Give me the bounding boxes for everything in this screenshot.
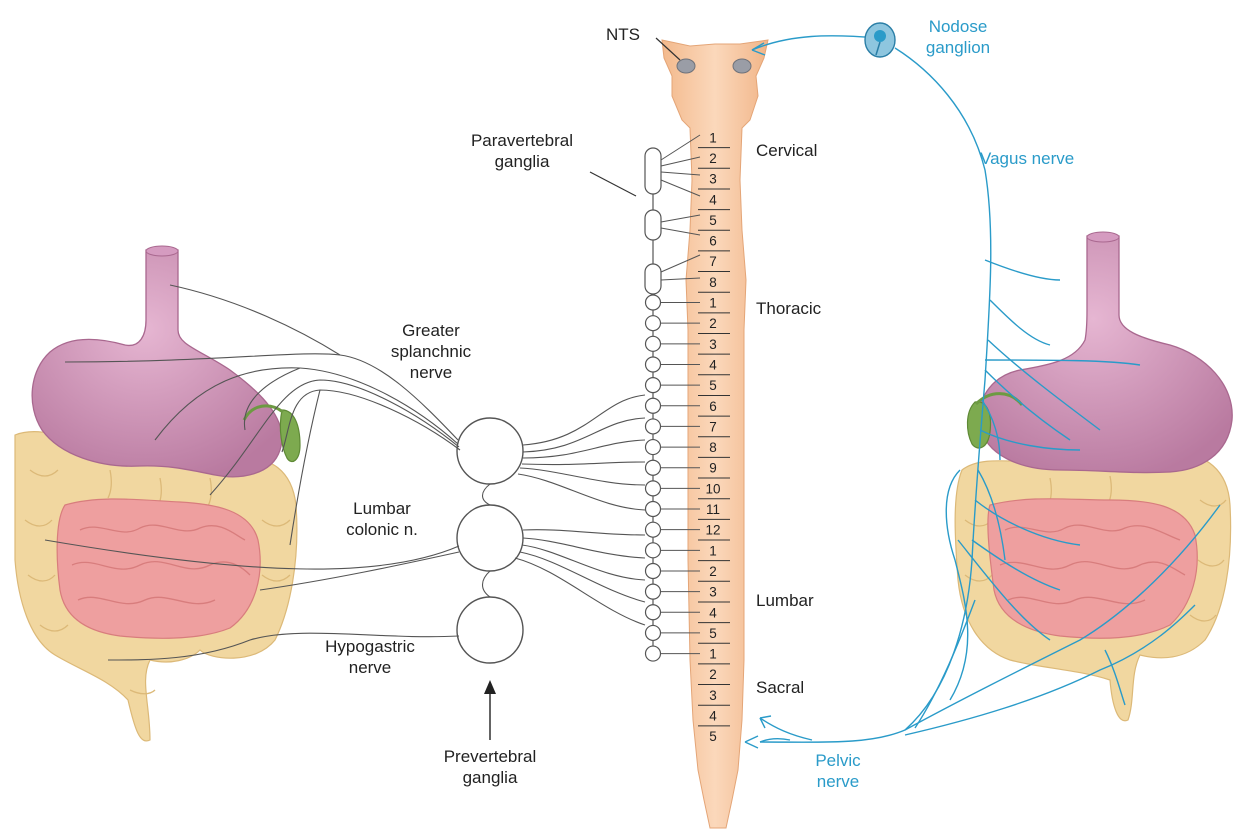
segment-sacral-3: 3	[709, 688, 717, 703]
paravertebral-ganglion-thoracic-3	[646, 336, 661, 351]
left-stomach	[32, 246, 282, 477]
segment-thoracic-6: 6	[709, 399, 717, 414]
paravertebral-ganglion-thoracic-8	[646, 440, 661, 455]
pelvic-line-2: nerve	[798, 771, 878, 792]
paravertebral-ganglion-lumbar-4	[646, 605, 661, 620]
hypogastric-line-1: Hypogastric	[310, 636, 430, 657]
lumbar-colonic-nerve-label: Lumbar colonic n.	[332, 498, 432, 540]
paravertebral-ganglion-thoracic-1	[646, 295, 661, 310]
segment-thoracic-1: 1	[709, 296, 717, 311]
inferior-mesenteric-ganglion	[457, 597, 523, 663]
paravertebral-ganglion-thoracic-2	[646, 316, 661, 331]
nodose-label-line-2: ganglion	[908, 37, 1008, 58]
paravertebral-ganglion-thoracic-6	[646, 398, 661, 413]
segment-sacral-4: 4	[709, 709, 717, 724]
segment-thoracic-12: 12	[705, 523, 720, 538]
prevertebral-ganglia-label: Prevertebral ganglia	[425, 746, 555, 788]
segment-sacral-1: 1	[709, 647, 717, 662]
segment-thoracic-9: 9	[709, 461, 717, 476]
greater-splanchnic-nerve-label: Greater splanchnic nerve	[376, 320, 486, 383]
right-viscera	[955, 232, 1232, 721]
paravertebral-ganglion-lumbar-1	[646, 543, 661, 558]
greater-splanchnic-line-1: Greater	[376, 320, 486, 341]
segment-thoracic-7: 7	[709, 419, 717, 434]
region-label-thoracic: Thoracic	[756, 298, 821, 319]
segment-cervical-6: 6	[709, 234, 717, 249]
right-small-intestine	[988, 499, 1197, 639]
segment-thoracic-5: 5	[709, 378, 717, 393]
segment-cervical-7: 7	[709, 254, 717, 269]
segment-lumbar-2: 2	[709, 564, 717, 579]
segment-lumbar-3: 3	[709, 585, 717, 600]
paravertebral-ganglion-sacral-1	[646, 646, 661, 661]
cervical-ganglion-inferior	[645, 264, 661, 294]
segment-lumbar-4: 4	[709, 605, 717, 620]
cervical-ganglion-middle	[645, 210, 661, 240]
lumbar-colonic-line-2: colonic n.	[332, 519, 432, 540]
segment-cervical-5: 5	[709, 213, 717, 228]
segment-cervical-4: 4	[709, 192, 717, 207]
prevertebral-arrow	[484, 680, 496, 740]
segment-thoracic-2: 2	[709, 316, 717, 331]
paravertebral-ganglion-lumbar-3	[646, 584, 661, 599]
segment-lumbar-5: 5	[709, 626, 717, 641]
segment-cervical-1: 1	[709, 130, 717, 145]
nodose-label-line-1: Nodose	[908, 16, 1008, 37]
region-label-cervical: Cervical	[756, 140, 817, 161]
left-small-intestine	[57, 499, 260, 638]
pelvic-nerve-label: Pelvic nerve	[798, 750, 878, 792]
paravertebral-ganglion-lumbar-2	[646, 563, 661, 578]
paravertebral-ganglion-thoracic-4	[646, 357, 661, 372]
segment-cervical-8: 8	[709, 275, 717, 290]
right-stomach	[979, 232, 1232, 473]
paravertebral-ganglion-thoracic-9	[646, 460, 661, 475]
segment-thoracic-3: 3	[709, 337, 717, 352]
segment-thoracic-10: 10	[705, 481, 720, 496]
segment-sacral-2: 2	[709, 667, 717, 682]
vagus-nerve-label: Vagus nerve	[980, 148, 1074, 169]
leader-lines	[590, 172, 636, 196]
paravertebral-ganglion-lumbar-5	[646, 625, 661, 640]
cervical-ganglion-superior	[645, 148, 661, 194]
nts-label: NTS	[606, 24, 640, 45]
paravertebral-ganglion-thoracic-11	[646, 502, 661, 517]
greater-splanchnic-line-3: nerve	[376, 362, 486, 383]
paravertebral-label-line-1: Paravertebral	[452, 130, 592, 151]
greater-splanchnic-line-2: splanchnic	[376, 341, 486, 362]
region-label-lumbar: Lumbar	[756, 590, 814, 611]
paravertebral-ganglion-thoracic-12	[646, 522, 661, 537]
hypogastric-line-2: nerve	[310, 657, 430, 678]
paravertebral-ganglion-thoracic-10	[646, 481, 661, 496]
nodose-ganglion	[865, 23, 895, 57]
paravertebral-ganglion-thoracic-5	[646, 378, 661, 393]
celiac-ganglion	[457, 418, 523, 484]
nodose-ganglion-label: Nodose ganglion	[908, 16, 1008, 58]
hypogastric-nerve-label: Hypogastric nerve	[310, 636, 430, 678]
nts-nucleus-right	[733, 59, 751, 73]
segment-lumbar-1: 1	[709, 543, 717, 558]
nts-nucleus-left	[677, 59, 695, 73]
prevertebral-line-2: ganglia	[425, 767, 555, 788]
pelvic-line-1: Pelvic	[798, 750, 878, 771]
left-viscera	[15, 246, 300, 741]
paravertebral-ganglion-thoracic-7	[646, 419, 661, 434]
segment-thoracic-8: 8	[709, 440, 717, 455]
superior-mesenteric-ganglion	[457, 505, 523, 571]
segment-thoracic-11: 11	[706, 502, 720, 517]
segment-sacral-5: 5	[709, 729, 717, 744]
region-label-sacral: Sacral	[756, 677, 804, 698]
segment-cervical-3: 3	[709, 172, 717, 187]
prevertebral-line-1: Prevertebral	[425, 746, 555, 767]
segment-thoracic-4: 4	[709, 357, 717, 372]
lumbar-colonic-line-1: Lumbar	[332, 498, 432, 519]
paravertebral-ganglia-label: Paravertebral ganglia	[452, 130, 592, 172]
segment-cervical-2: 2	[709, 151, 717, 166]
prevertebral-ganglia	[457, 418, 523, 663]
paravertebral-label-line-2: ganglia	[452, 151, 592, 172]
